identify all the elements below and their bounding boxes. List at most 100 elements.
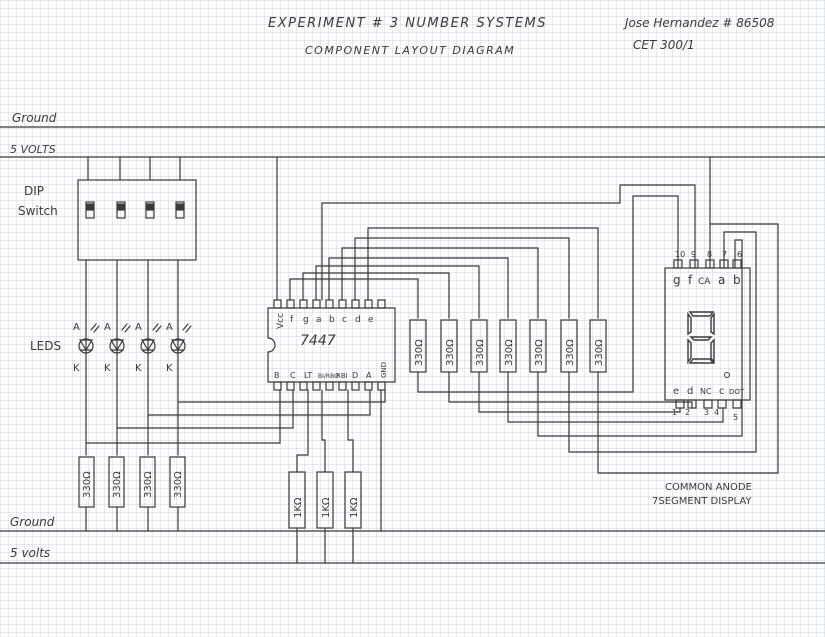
svg-text:e: e [673,386,679,397]
dip-switch-label-line2: Switch [18,204,58,218]
ic-top-pins [273,299,386,309]
course-code: CET 300/1 [633,38,695,52]
svg-text:LT: LT [304,371,312,380]
svg-text:f: f [688,273,693,287]
led-2 [109,323,131,354]
svg-text:330Ω: 330Ω [504,339,515,366]
dip-to-vcc-wires [87,156,181,181]
ic-bottom-pins [273,381,386,391]
ground-rail-bottom-label: Ground [10,515,55,529]
display-top-pins [673,259,742,269]
svg-text:K: K [73,363,80,374]
ic-part-number: 7447 [300,333,336,349]
svg-text:A: A [166,322,173,333]
svg-text:K: K [135,363,142,374]
svg-text:4: 4 [714,408,719,417]
svg-text:9: 9 [691,250,696,259]
page-subtitle: COMPONENT LAYOUT DIAGRAM [305,44,516,57]
display-dp-marker [724,372,730,378]
display-caption-line1: COMMON ANODE [665,482,752,493]
svg-text:330Ω: 330Ω [445,339,456,366]
display-body [664,267,751,401]
dip-switch-toggles [85,201,185,219]
svg-text:1KΩ: 1KΩ [293,497,304,518]
pullup-resistor-values: 1KΩ 1KΩ 1KΩ [293,497,360,518]
svg-text:1: 1 [672,408,677,417]
ic-top-pin-labels: Vcc f g a b c d e [276,313,374,329]
display-top-pin-labels: g f CA a b [673,273,741,287]
pullup-resistors [288,389,362,564]
svg-text:7: 7 [722,250,727,259]
display-bottom-pin-labels: e d NC c DOT [673,386,745,397]
svg-text:RBI: RBI [336,372,348,380]
led-pin-labels: AK AK AK AK [73,322,173,374]
svg-text:a: a [718,273,725,287]
display-bottom-pin-numbers: 1 2 3 4 5 [672,408,738,422]
display-caption-line2: 7SEGMENT DISPLAY [652,496,752,507]
ground-rail-top-label: Ground [12,111,57,125]
svg-text:Vcc: Vcc [276,313,286,329]
svg-text:330Ω: 330Ω [143,471,154,498]
display-top-pin-numbers: 10 9 8 7 6 [675,250,742,259]
svg-text:NC: NC [700,387,712,396]
dip-switch-label-line1: DIP [24,184,45,198]
svg-text:A: A [73,322,80,333]
seven-segment-digit [687,311,715,365]
svg-text:B: B [274,371,280,380]
display-connection-wires [321,184,779,474]
display-bottom-pins [675,399,742,409]
svg-text:1KΩ: 1KΩ [349,497,360,518]
svg-text:10: 10 [675,250,685,259]
ic-output-wires [289,227,599,319]
svg-text:b: b [733,273,741,287]
led-4 [170,323,192,354]
svg-text:c: c [719,386,725,397]
leds-label: LEDS [30,339,62,353]
ic-bottom-pin-labels: B C LT BI/RBO RBI D A GND [274,362,388,380]
svg-text:2: 2 [685,408,690,417]
led-resistor-values: 330Ω 330Ω 330Ω 330Ω [82,471,184,498]
author-name: Jose Hernandez # 86508 [625,16,775,30]
svg-text:5: 5 [733,413,738,422]
svg-text:330Ω: 330Ω [414,339,425,366]
svg-text:K: K [104,363,111,374]
svg-text:6: 6 [737,250,742,259]
svg-text:330Ω: 330Ω [565,339,576,366]
svg-text:330Ω: 330Ω [82,471,93,498]
input-bus-wires [85,389,386,444]
dip-switch-body [77,179,197,261]
svg-text:A: A [366,371,372,380]
led-3 [140,323,162,354]
svg-text:330Ω: 330Ω [475,339,486,366]
svg-text:c: c [342,315,347,325]
svg-text:330Ω: 330Ω [173,471,184,498]
svg-text:3: 3 [704,408,709,417]
svg-text:d: d [355,315,361,325]
svg-text:DOT: DOT [729,388,745,396]
svg-text:330Ω: 330Ω [534,339,545,366]
svg-text:A: A [104,322,111,333]
page-title: EXPERIMENT # 3 NUMBER SYSTEMS [268,16,548,31]
svg-text:CA: CA [698,277,711,287]
svg-text:g: g [303,315,309,325]
svg-text:b: b [329,315,335,325]
svg-text:330Ω: 330Ω [112,471,123,498]
svg-text:1KΩ: 1KΩ [321,497,332,518]
vcc-rail-top-label: 5 VOLTS [10,143,56,156]
svg-text:d: d [687,386,693,397]
svg-text:e: e [368,315,374,325]
led-1 [78,323,100,354]
svg-text:BI/RBO: BI/RBO [318,373,339,380]
svg-text:K: K [166,363,173,374]
svg-text:GND: GND [380,362,388,378]
svg-text:8: 8 [707,250,712,259]
led-resistor-ground-wires [85,506,179,532]
svg-text:f: f [290,315,294,325]
vcc-rail-bottom-label: 5 volts [10,546,51,560]
svg-text:330Ω: 330Ω [594,339,605,366]
segment-resistor-values: 330Ω 330Ω 330Ω 330Ω 330Ω 330Ω 330Ω [414,339,605,366]
svg-text:D: D [352,371,358,380]
svg-text:C: C [290,371,296,380]
svg-text:a: a [316,315,322,325]
